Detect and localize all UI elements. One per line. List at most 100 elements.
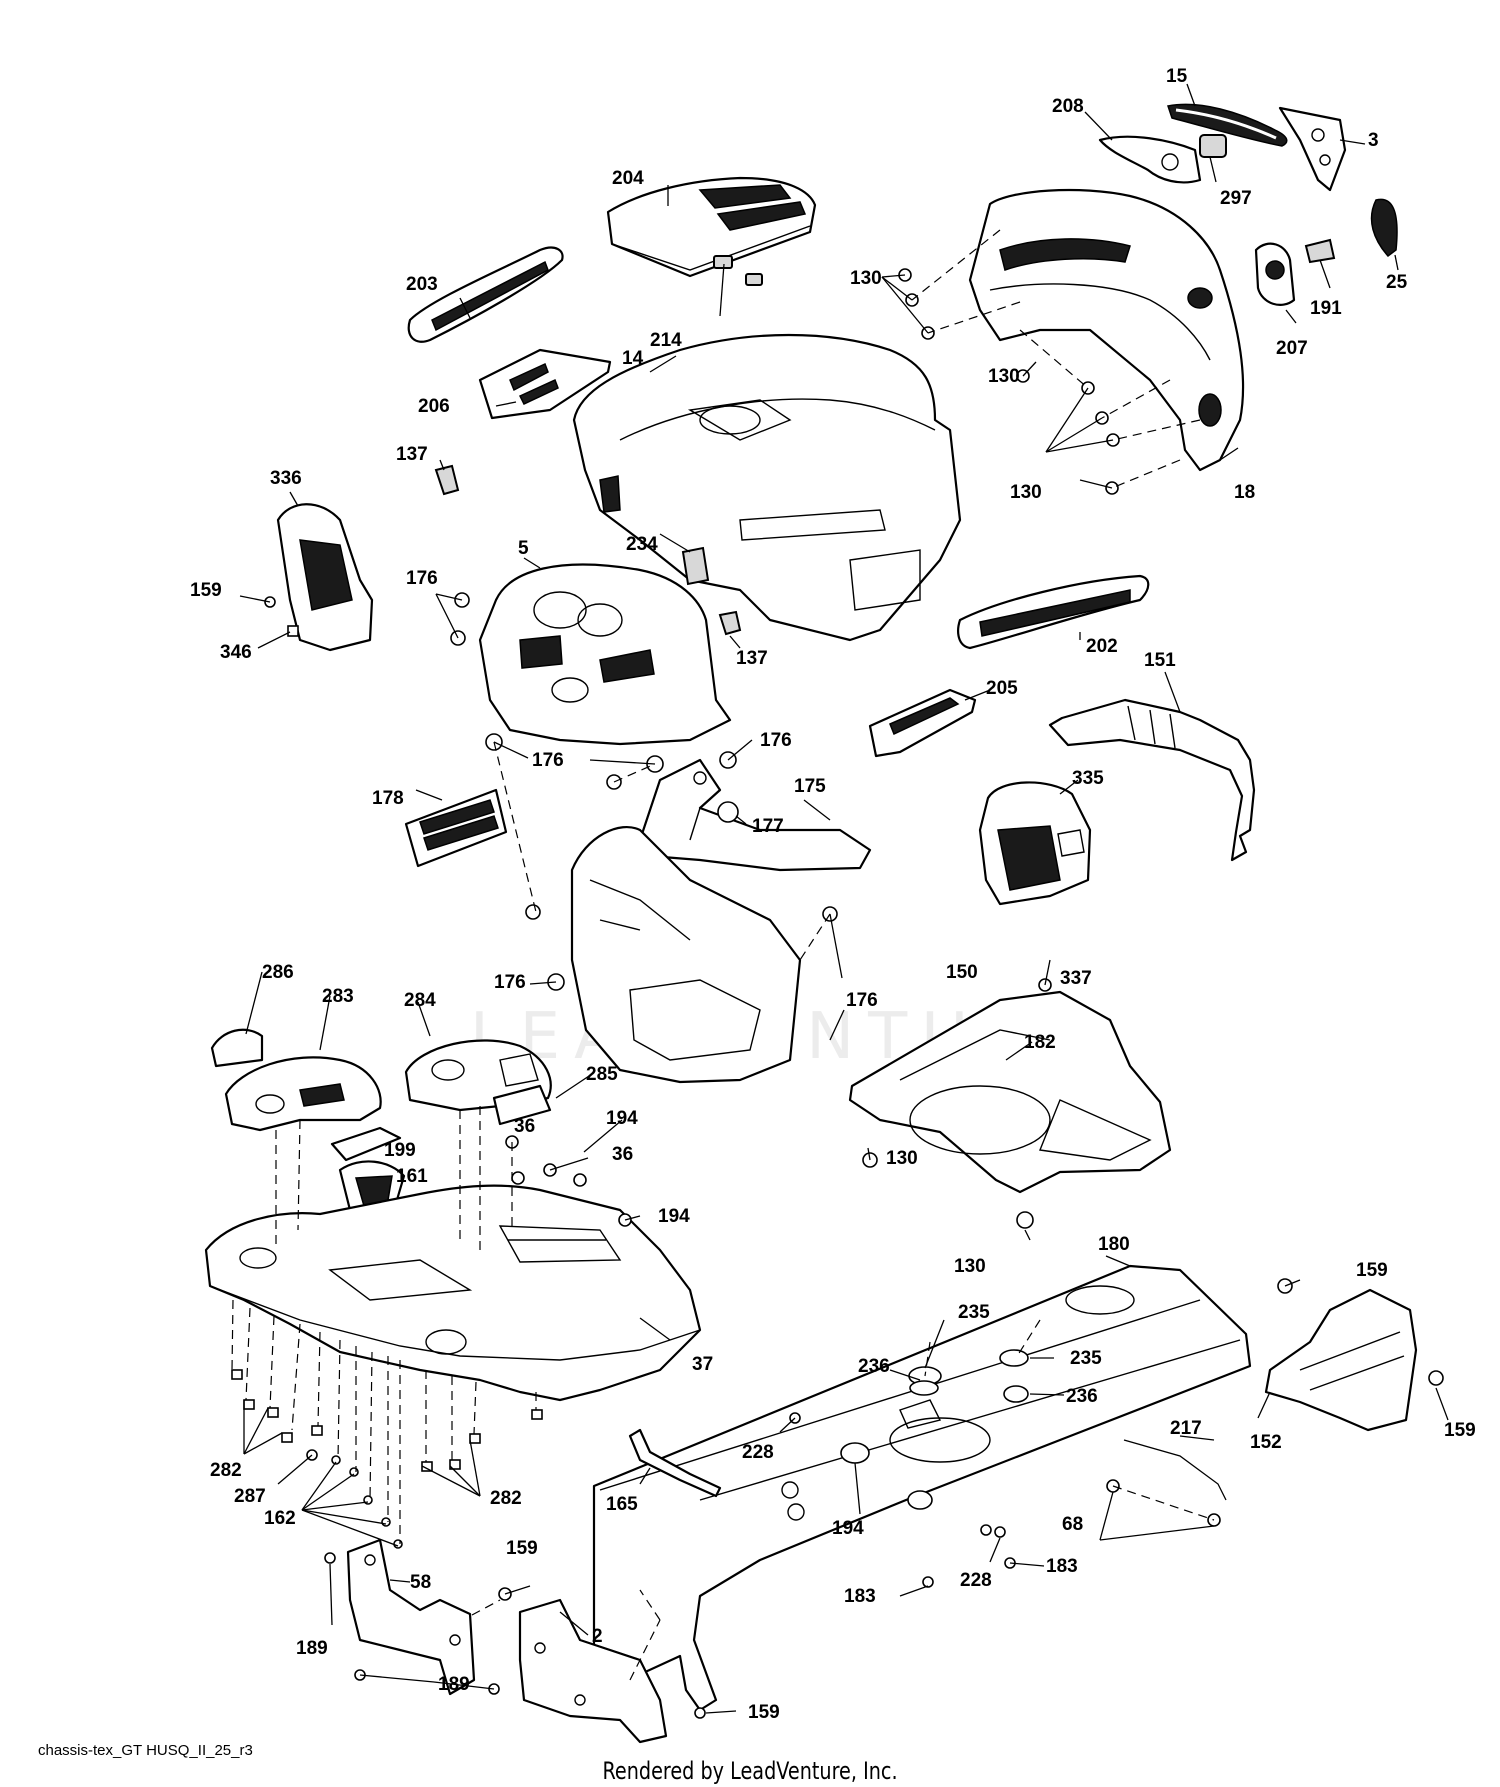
callout-165: 165 — [606, 1494, 638, 1515]
callout-162: 162 — [264, 1508, 296, 1529]
callout-207: 207 — [1276, 338, 1308, 359]
callout-130-top-center: 130 — [988, 366, 1020, 387]
part-206-vent[interactable] — [478, 348, 612, 420]
callout-152: 152 — [1250, 1432, 1282, 1453]
callout-205: 205 — [986, 678, 1018, 699]
part-286-cap[interactable] — [210, 1028, 264, 1068]
part-15-trim-strip[interactable] — [1167, 103, 1288, 147]
callout-214: 214 — [650, 330, 682, 351]
part-150-floor-plate[interactable] — [848, 990, 1172, 1194]
callout-68: 68 — [1062, 1514, 1083, 1535]
callout-183-right: 183 — [1046, 1556, 1078, 1577]
callout-183-left: 183 — [844, 1586, 876, 1607]
part-205-light-strip[interactable] — [868, 688, 977, 758]
callout-206: 206 — [418, 396, 450, 417]
part-285-cup-holder[interactable] — [492, 1084, 552, 1126]
callout-203: 203 — [406, 274, 438, 295]
callout-176-left: 176 — [406, 568, 438, 589]
callout-175: 175 — [794, 776, 826, 797]
part-207-headlight[interactable] — [1254, 242, 1296, 306]
callout-58: 58 — [410, 1572, 431, 1593]
callout-194-bottom: 194 — [832, 1518, 864, 1539]
part-177-grommet[interactable] — [717, 801, 739, 823]
callout-234: 234 — [626, 534, 658, 555]
callout-189-bottom: 189 — [438, 1674, 470, 1695]
part-14-hood[interactable] — [572, 333, 962, 642]
part-204-hood-top-panel[interactable] — [606, 176, 817, 278]
callout-2: 2 — [592, 1626, 603, 1647]
callout-159-bottom: 159 — [748, 1702, 780, 1723]
callout-161: 161 — [396, 1166, 428, 1187]
part-137-clip-upper[interactable] — [434, 464, 460, 496]
part-203-rail[interactable] — [407, 246, 564, 343]
callout-176-right-upper: 176 — [760, 730, 792, 751]
callout-235-right: 235 — [1070, 1348, 1102, 1369]
callout-208: 208 — [1052, 96, 1084, 117]
part-58-bracket[interactable] — [346, 1538, 476, 1696]
part-18-front-bumper[interactable] — [968, 188, 1245, 472]
part-137-clip-lower[interactable] — [718, 610, 742, 636]
callout-282-right: 282 — [490, 1488, 522, 1509]
part-2-bracket[interactable] — [518, 1598, 668, 1744]
part-234-pad[interactable] — [681, 546, 710, 586]
part-182-lower-dash[interactable] — [570, 825, 802, 1084]
callout-3: 3 — [1368, 130, 1379, 151]
callout-137-lower: 137 — [736, 648, 768, 669]
callout-labels: 15 208 3 204 297 25 191 207 203 214 14 1… — [190, 66, 1476, 1723]
part-3-side-panel[interactable] — [1278, 106, 1347, 192]
callout-130-top-left: 130 — [850, 268, 882, 289]
callout-176-lower-right: 176 — [846, 990, 878, 1011]
callout-151: 151 — [1144, 650, 1176, 671]
render-credit: Rendered by LeadVenture, Inc. — [602, 1757, 898, 1785]
part-175-dash-bracket[interactable] — [638, 758, 872, 872]
callout-285: 285 — [586, 1064, 618, 1085]
part-199-bracket[interactable] — [330, 1126, 402, 1162]
callout-137-upper: 137 — [396, 444, 428, 465]
callout-199: 199 — [384, 1140, 416, 1161]
part-336-side-panel[interactable] — [276, 503, 374, 652]
part-208-bezel[interactable] — [1098, 135, 1202, 184]
leader-lines — [239, 83, 1449, 1714]
part-180-main-frame[interactable] — [592, 1264, 1252, 1712]
callout-235-left: 235 — [958, 1302, 990, 1323]
callout-282-left: 282 — [210, 1460, 242, 1481]
callout-336: 336 — [270, 468, 302, 489]
part-297-clip[interactable] — [1199, 134, 1227, 158]
part-152-bracket[interactable] — [1264, 1288, 1418, 1432]
callout-36-right: 36 — [612, 1144, 633, 1165]
callout-130-right: 130 — [1010, 482, 1042, 503]
callout-178: 178 — [372, 788, 404, 809]
callout-217: 217 — [1170, 1418, 1202, 1439]
part-191-bracket[interactable] — [1304, 238, 1336, 264]
callout-194-middle: 194 — [658, 1206, 690, 1227]
callout-180: 180 — [1098, 1234, 1130, 1255]
part-214-clips[interactable] — [713, 255, 763, 286]
part-335-side-panel[interactable] — [978, 781, 1092, 906]
callout-159-right-upper: 159 — [1356, 1260, 1388, 1281]
callout-176-center: 176 — [532, 750, 564, 771]
callout-14: 14 — [622, 348, 644, 369]
assembly-dashed-lines — [231, 229, 1215, 1681]
callout-159-left: 159 — [190, 580, 222, 601]
callout-159-right-lower: 159 — [1444, 1420, 1476, 1441]
callout-297: 297 — [1220, 188, 1252, 209]
callout-335: 335 — [1072, 768, 1104, 789]
callout-150: 150 — [946, 962, 978, 983]
callout-5: 5 — [518, 538, 529, 559]
part-202-grille[interactable] — [957, 574, 1150, 650]
callout-159-center: 159 — [506, 1538, 538, 1559]
callout-228-lower: 228 — [960, 1570, 992, 1591]
callout-346: 346 — [220, 642, 252, 663]
part-25-lens[interactable] — [1370, 198, 1398, 258]
part-217-link-rod[interactable] — [1123, 1439, 1227, 1501]
callout-337: 337 — [1060, 968, 1092, 989]
callout-202: 202 — [1086, 636, 1118, 657]
callout-204: 204 — [612, 168, 644, 189]
part-178-grille-panel[interactable] — [404, 788, 508, 868]
part-283-fender-pod[interactable] — [224, 1056, 382, 1132]
part-5-dash-console[interactable] — [478, 563, 732, 746]
part-165-rod[interactable] — [628, 1428, 722, 1498]
callout-191: 191 — [1310, 298, 1342, 319]
callout-284: 284 — [404, 990, 436, 1011]
